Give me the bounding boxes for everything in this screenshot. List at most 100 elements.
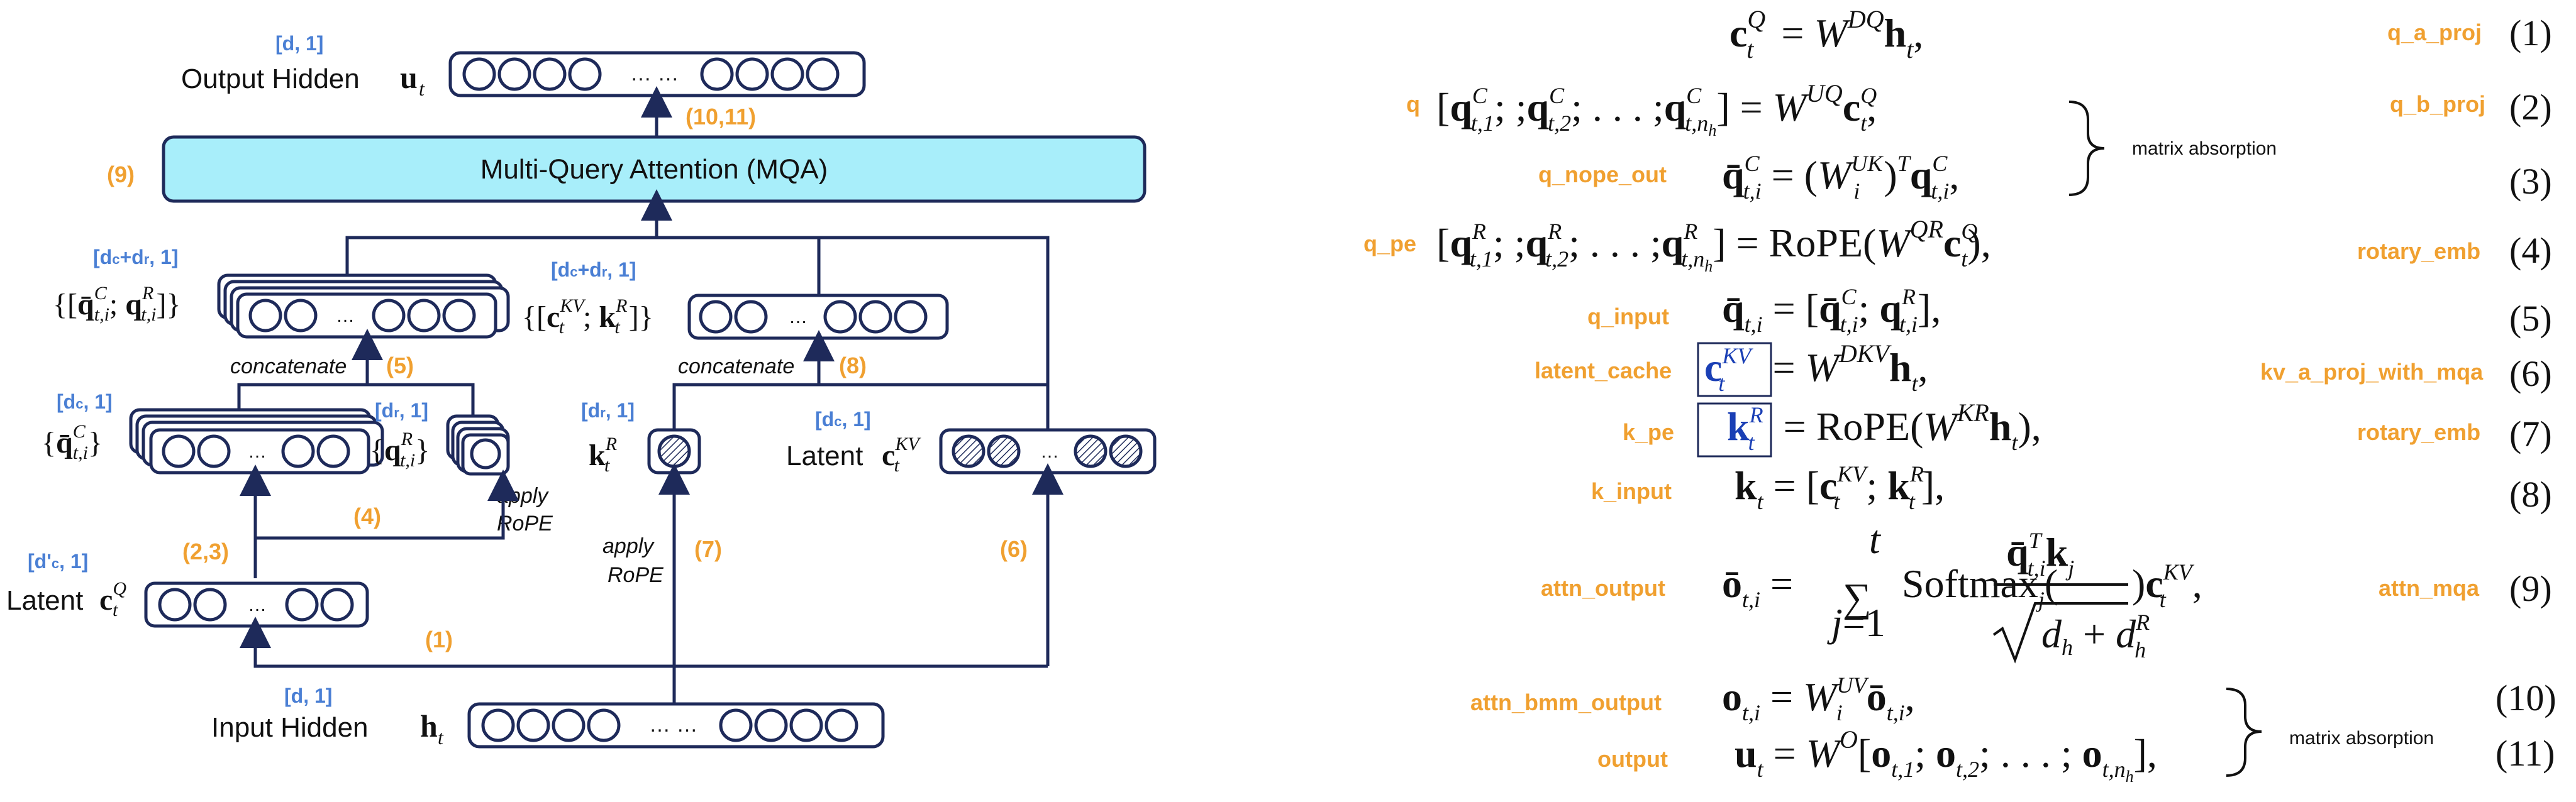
svg-text:q̄t,i = [q̄Ct,i; qRt,i],: q̄t,i = [q̄Ct,i; qRt,i], (1722, 284, 1941, 337)
q-concat-stack (217, 273, 510, 339)
tag-attn-bmm-output: attn_bmm_output (1470, 689, 1662, 715)
kv-concat-join-line (672, 383, 1048, 442)
eq-num-9: (9) (2509, 568, 2552, 609)
kr-dim: [dr, 1] (581, 399, 635, 422)
output-hidden-ellipsis: … … (630, 62, 679, 85)
latent-q-dim: [d'c, 1] (28, 550, 88, 573)
step-2-3: (2,3) (182, 539, 229, 564)
step-1: (1) (425, 627, 453, 652)
tag-rotary-emb-1: rotary_emb (2357, 238, 2480, 264)
tag-q: q (1406, 91, 1420, 117)
eq-num-7: (7) (2509, 414, 2552, 454)
step-5: (5) (386, 353, 414, 378)
kv-concat-cells (699, 300, 928, 334)
mla-flow-diagram: [d, 1] Output Hidden u t … … (10,11) Mul… (6, 32, 1157, 749)
step-10-11: (10,11) (686, 104, 756, 129)
step-9: (9) (107, 162, 135, 187)
step-7: (7) (694, 536, 722, 562)
output-hidden-sub: t (419, 77, 425, 100)
latent-q-label: Latent (6, 585, 83, 616)
eq-num-8: (8) (2509, 474, 2552, 515)
tag-q-pe: q_pe (1363, 231, 1416, 256)
equation-11: ut = WO[ot,1; ot,2; . . . ; ot,nh], (1735, 725, 2157, 786)
svg-text:dh + dRh: dh + dRh (2041, 610, 2150, 662)
mqa-label: Multi-Query Attention (MQA) (480, 154, 828, 185)
latent-kv-cells (952, 434, 1143, 468)
q-concat-ellipsis: … (336, 305, 355, 326)
svg-text:[qRt,1; ;qRt,2; . . . ;qRt,nh]: [qRt,1; ;qRt,2; . . . ;qRt,nh] = RoPE(WQ… (1436, 215, 1991, 275)
eq-num-6: (6) (2509, 353, 2552, 394)
brace-1-label: matrix absorption (2132, 138, 2277, 159)
tag-q-b-proj: q_b_proj (2390, 91, 2485, 117)
svg-text:ōt,i =: ōt,i = (1722, 561, 1793, 612)
mla-equations: q q_nope_out q_pe q_input latent_cache k… (1363, 5, 2557, 786)
qc-ellipsis: … (248, 441, 267, 462)
svg-text:∑: ∑ (1843, 575, 1872, 620)
tag-rotary-emb-2: rotary_emb (2357, 419, 2480, 445)
eq-num-3: (3) (2509, 161, 2552, 202)
latent-kv-ellipsis: … (1040, 441, 1059, 462)
latent-q-to-qr-arrow (255, 470, 519, 540)
svg-text:t: t (1869, 517, 1882, 562)
q-concat-dim: [dc+dr, 1] (93, 246, 178, 268)
tag-output: output (1597, 746, 1668, 772)
kv-concat-ellipsis: … (789, 307, 808, 327)
tag-attn-output: attn_output (1541, 575, 1665, 601)
kr-rope-label: RoPE (608, 563, 663, 587)
qc-dim: [dc, 1] (57, 390, 113, 413)
tag-attn-mqa: attn_mqa (2379, 575, 2480, 601)
input-hidden-dim: [d, 1] (284, 684, 332, 707)
brace-1 (2068, 101, 2105, 196)
input-to-latent-q-arrow (240, 617, 676, 703)
latent-kv-label: Latent (786, 441, 863, 471)
svg-text:q̄Tt,ikj: q̄Tt,ikj (2006, 528, 2074, 581)
kr-apply-label: apply (602, 534, 655, 558)
qr-rope-label: RoPE (497, 512, 553, 536)
input-hidden-cells (481, 708, 858, 742)
svg-text:kRt = RoPE(WKRht),: kRt = RoPE(WKRht), (1727, 398, 2041, 455)
input-hidden-var: h (420, 708, 438, 744)
step-4: (4) (353, 503, 381, 529)
tag-q-a-proj: q_a_proj (2387, 19, 2482, 45)
tag-q-input: q_input (1587, 304, 1669, 329)
svg-text:cQt = WDQht,: cQt = WDQht, (1729, 5, 1923, 63)
step-6: (6) (1000, 536, 1028, 562)
svg-text:j=1: j=1 (1827, 600, 1885, 645)
output-hidden-label: Output Hidden (181, 63, 360, 94)
tag-kv-a-proj-with-mqa: kv_a_proj_with_mqa (2260, 359, 2484, 385)
latent-q-cells (158, 588, 354, 622)
eq-num-11: (11) (2496, 733, 2555, 774)
tag-q-nope-out: q_nope_out (1538, 162, 1667, 187)
eq-num-2: (2) (2509, 87, 2552, 128)
qr-dim: [dr, 1] (375, 399, 428, 422)
eq-num-10: (10) (2496, 678, 2557, 718)
brace-2-label: matrix absorption (2289, 728, 2434, 749)
kv-concatenate-caption: concatenate (678, 354, 794, 378)
latent-q-ellipsis: … (248, 595, 267, 615)
output-hidden-var: u (400, 60, 418, 95)
kv-concat-dim: [dc+dr, 1] (551, 258, 636, 281)
